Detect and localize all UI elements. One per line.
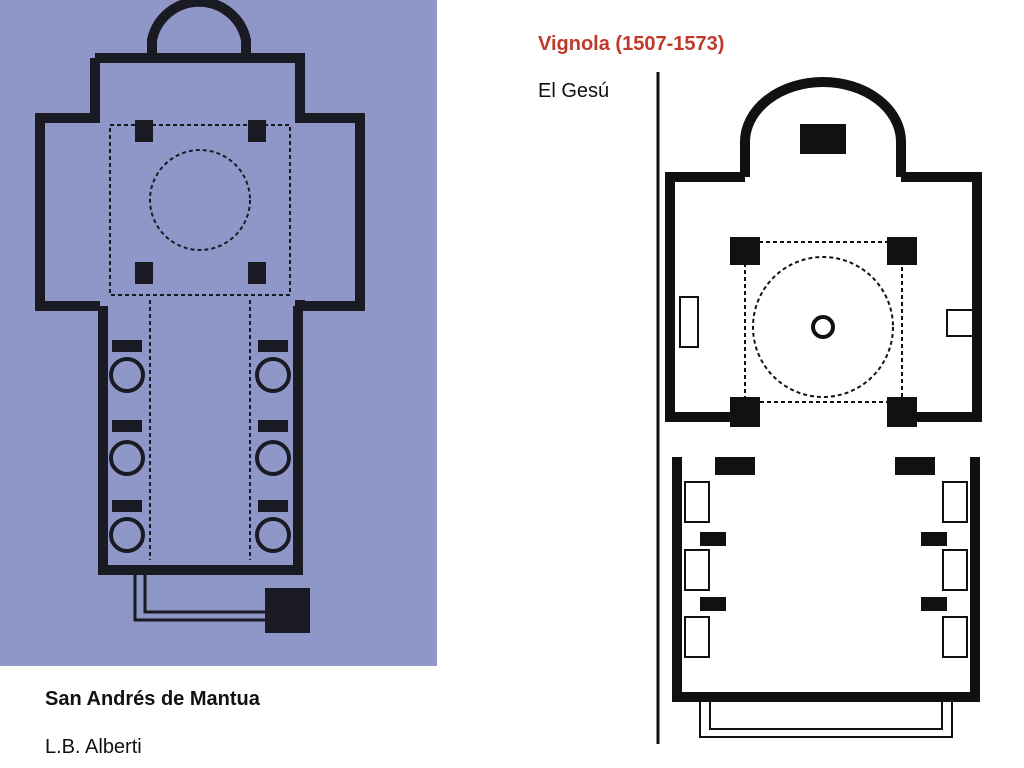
side-chapel <box>684 549 710 591</box>
chapel <box>255 517 291 553</box>
entrance-tower <box>265 588 310 633</box>
lantern-circle <box>811 315 835 339</box>
entrance-steps <box>699 697 953 738</box>
left-transept-wall <box>665 172 745 422</box>
left-plan-author: L.B. Alberti <box>45 736 142 758</box>
side-chapel <box>942 616 968 658</box>
side-chapel <box>684 481 710 523</box>
pier <box>135 262 153 284</box>
chapel-wall <box>258 420 288 432</box>
dome-circle <box>149 149 251 251</box>
san-andres-plan-drawing <box>35 0 365 633</box>
apse-wall <box>147 0 251 58</box>
chapel <box>255 357 291 393</box>
pier <box>248 262 266 284</box>
chapel-wall <box>921 597 947 611</box>
nave-pier <box>715 457 755 475</box>
dome-circle <box>752 256 894 398</box>
crossing-outline <box>744 241 903 403</box>
side-chapel <box>684 616 710 658</box>
chapel <box>109 517 145 553</box>
portico-step <box>143 570 265 614</box>
apse-wall <box>740 77 906 177</box>
chapel-wall <box>700 597 726 611</box>
el-gesu-floor-plan <box>655 72 990 744</box>
chapel <box>109 357 145 393</box>
chapel-wall <box>112 340 142 352</box>
chapel <box>109 440 145 476</box>
chapel-wall <box>112 500 142 512</box>
pier <box>135 120 153 142</box>
right-transept-wall <box>901 172 982 422</box>
altar <box>800 124 846 154</box>
chapel-wall <box>258 340 288 352</box>
pier <box>248 120 266 142</box>
el-gesu-plan-drawing <box>656 72 982 744</box>
nave-wall <box>672 457 980 702</box>
right-transept-wall <box>95 53 365 311</box>
side-chapel <box>942 549 968 591</box>
right-plan-title: Vignola (1507-1573) <box>538 33 725 55</box>
entrance-steps-inner <box>709 697 943 730</box>
portico <box>133 570 265 622</box>
side-chapel <box>942 481 968 523</box>
right-plan-subtitle: El Gesú <box>538 80 610 102</box>
nave-wall <box>98 306 303 575</box>
transept-altar-right <box>946 309 976 337</box>
left-plan-title: San Andrés de Mantua <box>45 688 260 710</box>
left-transept-wall <box>35 58 100 311</box>
chapel-wall <box>258 500 288 512</box>
san-andres-floor-plan <box>0 0 437 666</box>
nave-pier <box>895 457 935 475</box>
chapel <box>255 440 291 476</box>
transept-altar-left <box>679 296 699 348</box>
chapel-wall <box>112 420 142 432</box>
chapel-wall <box>921 532 947 546</box>
chapel-wall <box>700 532 726 546</box>
